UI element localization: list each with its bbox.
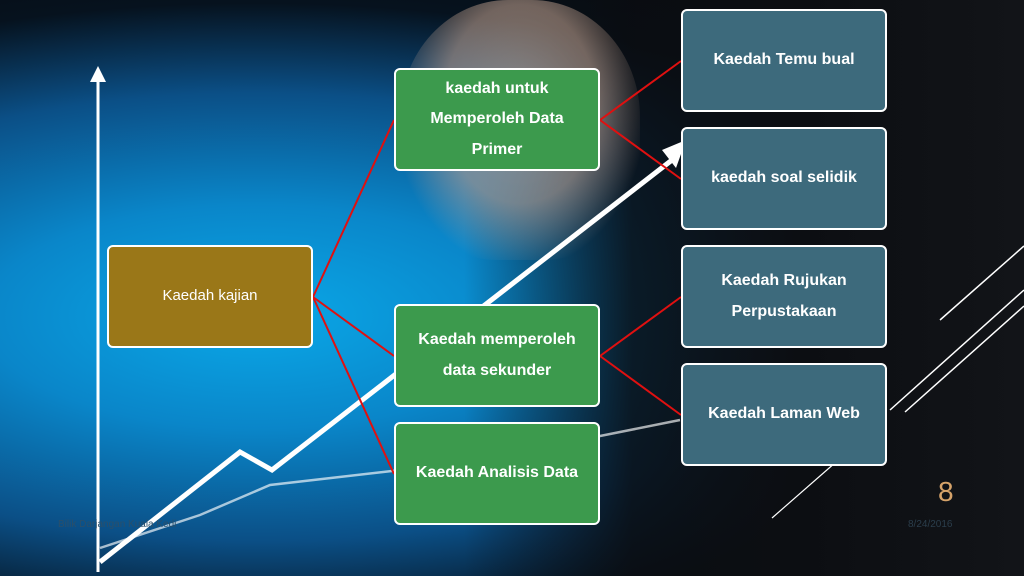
root-label: Kaedah kajian: [162, 287, 258, 305]
connector-root-to-analysis: [312, 296, 395, 475]
connector-primary-to-questionnaire: [599, 119, 682, 180]
middle-box-secondary: Kaedah memperoleh data sekunder: [394, 304, 600, 407]
right-box-interview: Kaedah Temu bual: [681, 9, 887, 112]
connector-root-to-primary: [312, 119, 395, 298]
right-box-website-label: Kaedah Laman Web: [708, 405, 860, 423]
middle-box-analysis: Kaedah Analisis Data: [394, 422, 600, 525]
connector-primary-to-interview: [599, 60, 682, 121]
middle-box-primary-label: kaedah untuk Memperoleh Data Primer: [430, 79, 564, 158]
middle-box-analysis-label: Kaedah Analisis Data: [415, 464, 579, 482]
middle-box-secondary-label: Kaedah memperoleh data sekunder: [418, 331, 576, 379]
right-box-interview-label: Kaedah Temu bual: [713, 51, 855, 69]
right-box-website: Kaedah Laman Web: [681, 363, 887, 466]
connector-root-to-secondary: [312, 296, 395, 357]
right-box-library: Kaedah Rujukan Perpustakaan: [681, 245, 887, 348]
right-box-questionnaire: kaedah soal selidik: [681, 127, 887, 230]
footer-left-text: Bilik Darjangan Kuala Kedi: [58, 519, 177, 530]
connector-secondary-to-website: [599, 355, 682, 416]
right-box-questionnaire-label: kaedah soal selidik: [711, 169, 857, 187]
right-box-library-label: Kaedah Rujukan Perpustakaan: [721, 272, 847, 320]
connector-secondary-to-library: [599, 296, 682, 357]
chart-line-arrowhead: [662, 140, 686, 168]
page-number: 8: [938, 476, 954, 507]
footer-date: 8/24/2016: [908, 519, 953, 530]
connectors: [312, 60, 682, 475]
root-box: Kaedah kajian: [107, 245, 313, 348]
middle-box-primary: kaedah untuk Memperoleh Data Primer: [394, 68, 600, 171]
chart-axis-arrow: [90, 66, 106, 82]
